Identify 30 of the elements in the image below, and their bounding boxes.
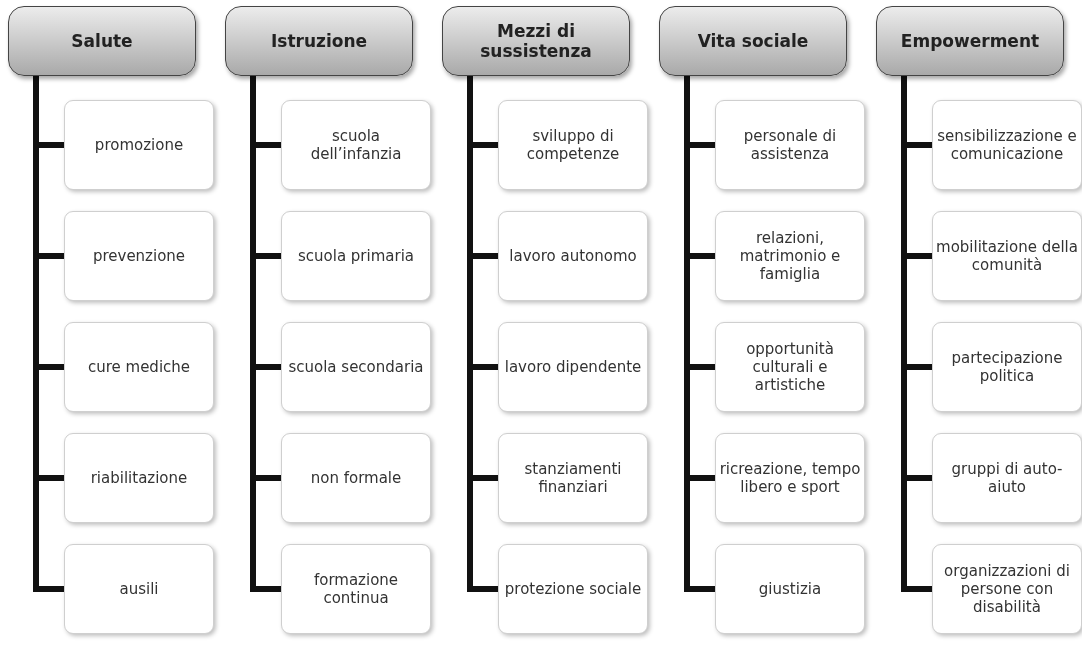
item-box: opportunità culturali e artistiche xyxy=(715,322,865,412)
item-box: lavoro autonomo xyxy=(498,211,648,301)
item-box: prevenzione xyxy=(64,211,214,301)
item-box: partecipazione politica xyxy=(932,322,1082,412)
item-box: protezione sociale xyxy=(498,544,648,634)
item-box: relazioni, matrimonio e famiglia xyxy=(715,211,865,301)
category-box: Vita sociale xyxy=(659,6,847,76)
item-box: scuola dell’infanzia xyxy=(281,100,431,190)
item-box: scuola secondaria xyxy=(281,322,431,412)
category-box: Mezzi di sussistenza xyxy=(442,6,630,76)
category-box: Empowerment xyxy=(876,6,1064,76)
item-box: gruppi di auto-aiuto xyxy=(932,433,1082,523)
category-box: Istruzione xyxy=(225,6,413,76)
item-box: formazione continua xyxy=(281,544,431,634)
item-box: riabilitazione xyxy=(64,433,214,523)
item-box: lavoro dipendente xyxy=(498,322,648,412)
item-box: cure mediche xyxy=(64,322,214,412)
item-box: scuola primaria xyxy=(281,211,431,301)
item-box: ausili xyxy=(64,544,214,634)
item-box: non formale xyxy=(281,433,431,523)
item-box: organizzazioni di persone con disabilità xyxy=(932,544,1082,634)
item-box: personale di assistenza xyxy=(715,100,865,190)
item-box: giustizia xyxy=(715,544,865,634)
item-box: mobilitazione della comunità xyxy=(932,211,1082,301)
item-box: sensibilizzazione e comunicazione xyxy=(932,100,1082,190)
item-box: promozione xyxy=(64,100,214,190)
item-box: stanziamenti finanziari xyxy=(498,433,648,523)
category-box: Salute xyxy=(8,6,196,76)
item-box: ricreazione, tempo libero e sport xyxy=(715,433,865,523)
item-box: sviluppo di competenze xyxy=(498,100,648,190)
